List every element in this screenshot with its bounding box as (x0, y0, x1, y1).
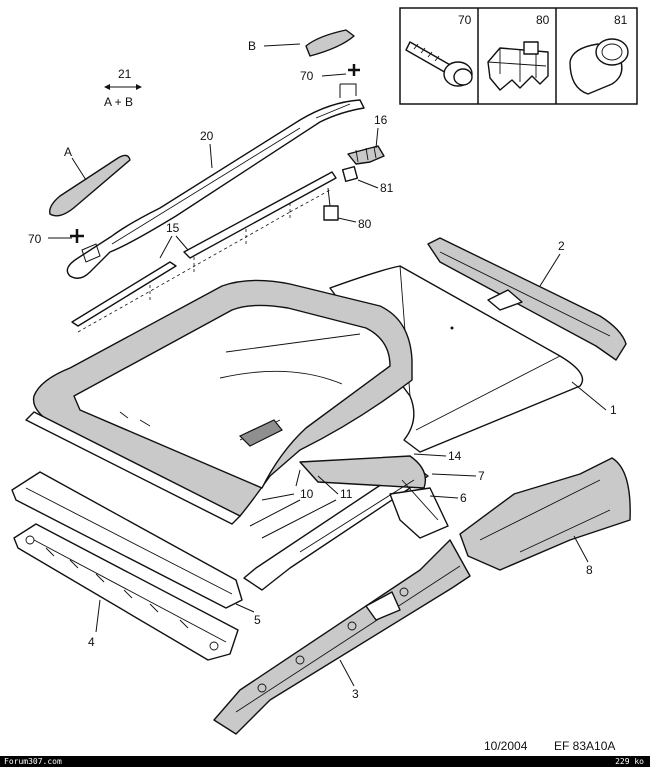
bracket-16: 16 (347, 113, 388, 165)
callout-2: 2 (558, 239, 565, 253)
callout-10: 10 (300, 487, 314, 501)
roof-bar-20: 20 (66, 99, 365, 279)
callout-21: 21 (118, 67, 132, 81)
footer-bar: Forum307.com 229 ko (0, 756, 650, 767)
roof-panel-1: 1 (329, 265, 617, 453)
bolt-icon (405, 41, 473, 87)
callout-70-left: 70 (28, 232, 42, 246)
callout-7: 7 (478, 469, 485, 483)
kit-21-note: 21 A + B (104, 67, 142, 109)
reference-date: 10/2004 (484, 739, 528, 753)
callout-5: 5 (254, 613, 261, 627)
trim-cap-a: A (49, 145, 131, 217)
callout-15: 15 (166, 221, 180, 235)
callout-14: 14 (448, 449, 462, 463)
footer-size: 229 ko (615, 757, 644, 766)
hardware-legend: 70 80 81 (399, 7, 638, 105)
callout-16: 16 (374, 113, 388, 127)
callout-21-note: A + B (104, 95, 133, 109)
callout-70-top: 70 (300, 69, 314, 83)
callout-3: 3 (352, 687, 359, 701)
sunroof-glass (25, 279, 413, 525)
callout-8: 8 (586, 563, 593, 577)
front-inner-panel-4: 4 (13, 523, 239, 661)
gutter-strips-15: 15 (71, 171, 337, 333)
reference-code: EF 83A10A (554, 739, 615, 753)
legend-label-81: 81 (614, 13, 628, 27)
rear-crossmember-3: 3 (213, 539, 471, 735)
side-rail-assembly: 14 7 6 10 11 (243, 449, 485, 591)
callout-a: A (64, 145, 72, 159)
footer-site: Forum307.com (4, 757, 62, 766)
trim-cap-b: B (248, 29, 355, 57)
callout-81: 81 (380, 181, 394, 195)
front-header-2: 2 (427, 237, 627, 361)
plug-81-callout: 81 (341, 165, 394, 195)
callout-4: 4 (88, 635, 95, 649)
rear-reinforcement-8: 8 (459, 457, 631, 577)
fastener-70-top: 70 (300, 64, 360, 98)
callout-80: 80 (358, 217, 372, 231)
legend-label-70: 70 (458, 13, 472, 27)
plug-icon (569, 38, 629, 95)
front-crossmember-5: 5 (11, 471, 261, 627)
callout-b: B (248, 39, 256, 53)
legend-label-80: 80 (536, 13, 550, 27)
callout-20: 20 (200, 129, 214, 143)
callout-6: 6 (460, 491, 467, 505)
fastener-70-left: 70 (28, 229, 101, 263)
callout-1: 1 (610, 403, 617, 417)
callout-11: 11 (340, 487, 353, 501)
clip-80-callout: 80 (323, 187, 372, 231)
clip-icon (487, 41, 549, 91)
